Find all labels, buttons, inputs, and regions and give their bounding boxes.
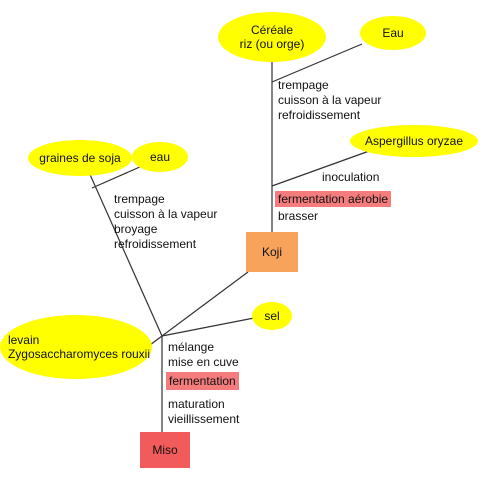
melange-steps: mélange mise en cuve [168, 340, 239, 370]
brasser-label: brasser [278, 209, 319, 223]
line-eau-top [271, 43, 363, 83]
line-sel [161, 317, 255, 337]
maturation-steps: maturation vieillissement [168, 397, 239, 427]
koji-steps: trempage cuisson à la vapeur refroidisse… [278, 78, 381, 123]
ellipse-sel: sel [252, 302, 292, 330]
eau-soja-label: eau [149, 150, 171, 164]
miso-box: Miso [140, 432, 190, 468]
cereale-label: Céréale [250, 23, 294, 37]
koji-box: Koji [246, 232, 298, 272]
soja-steps: trempage cuisson à la vapeur broyage ref… [114, 192, 217, 252]
fermentation-badge: fermentation [166, 372, 239, 390]
melange-label: mélange [168, 340, 215, 354]
maturation-label: maturation [168, 397, 225, 411]
eau-top-label: Eau [382, 26, 404, 40]
koji-step-cuisson: cuisson à la vapeur [278, 93, 382, 107]
miso-label: Miso [152, 443, 178, 457]
line-levain [149, 335, 163, 346]
levain-label: levain [7, 333, 40, 347]
ellipse-levain: levain Zygosaccharomyces rouxii [0, 315, 152, 379]
soja-step-trempage: trempage [114, 192, 165, 206]
mise-en-cuve-label: mise en cuve [168, 355, 239, 369]
fermentation-aerobie-badge: fermentation aérobie [275, 191, 392, 207]
koji-label: Koji [261, 245, 282, 259]
soja-step-broyage: broyage [114, 222, 158, 236]
ellipse-eau-soja: eau [132, 142, 188, 172]
line-soja-junction [87, 169, 163, 337]
line-eau-soja [91, 165, 143, 189]
fermentation-label: fermentation [166, 372, 239, 390]
fermentation-aerobie-label: fermentation aérobie [275, 191, 392, 207]
sel-label: sel [264, 309, 280, 323]
ellipse-eau-top: Eau [360, 16, 426, 50]
ellipse-graines-soja: graines de soja [28, 140, 132, 176]
aspergillus-label: Aspergillus oryzae [364, 134, 464, 148]
ellipse-cereale: Céréale riz (ou orge) [218, 12, 326, 62]
koji-step-trempage: trempage [278, 78, 329, 92]
line-aspergillus [271, 149, 373, 187]
line-koji-junction [161, 271, 249, 337]
vieillissement-label: vieillissement [168, 412, 240, 426]
inoculation-label: inoculation [322, 170, 380, 184]
graines-soja-label: graines de soja [39, 151, 121, 165]
zygosaccharomyces-label: Zygosaccharomyces rouxii [7, 347, 151, 361]
ellipse-aspergillus: Aspergillus oryzae [350, 125, 478, 157]
soja-step-cuisson: cuisson à la vapeur [114, 207, 218, 221]
koji-step-refroidissement: refroidissement [278, 108, 361, 122]
soja-step-refroidissement: refroidissement [114, 237, 197, 251]
riz-orge-label: riz (ou orge) [239, 37, 305, 51]
